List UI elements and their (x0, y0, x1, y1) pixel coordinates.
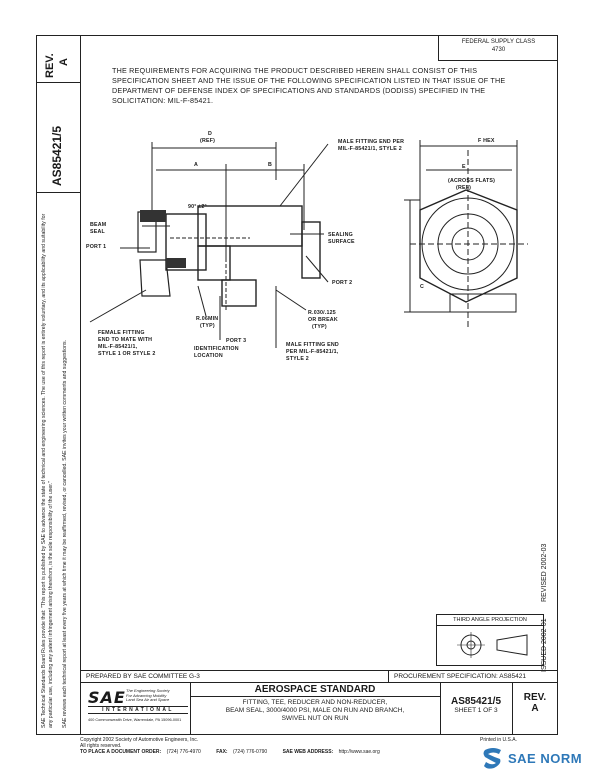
dim-d-ref-label: (REF) (200, 138, 216, 144)
title-block-mid-line (80, 682, 558, 683)
title-rev-value: A (531, 703, 539, 714)
female-end-label-3: MIL-F-85421/1, (98, 344, 138, 350)
third-angle-box: THIRD ANGLE PROJECTION (436, 614, 544, 666)
beam-seal-label-1: BEAM (90, 222, 107, 228)
projection-symbol-icon (457, 632, 528, 658)
angle-label: 90° ±2° (188, 204, 207, 210)
logo-tag-2: For Advancing Mobility (126, 692, 167, 698)
male-end-b-label-1: MALE FITTING END (286, 342, 339, 348)
federal-supply-class-value: 4730 (491, 47, 506, 53)
requirement-paragraph: THE REQUIREMENTS FOR ACQUIRING THE PRODU… (112, 66, 506, 105)
footer-rights: All rights reserved. (80, 743, 122, 749)
dim-e-label: E (462, 164, 466, 170)
sae-logo-international: INTERNATIONAL (88, 706, 188, 714)
sae-logo: SAE The Engineering Society For Advancin… (88, 688, 188, 732)
r-break-label-2: OR BREAK (308, 317, 338, 323)
female-end-label-2: END TO MATE WITH (98, 337, 153, 343)
side-notice-rules: SAE Technical Standards Board Rules prov… (41, 213, 54, 728)
dim-c-label: C (420, 284, 425, 290)
sae-logo-address: 400 Commonwealth Drive, Warrendale, PA 1… (88, 718, 182, 722)
title-block-divider-logo (190, 682, 191, 735)
federal-supply-class-label: FEDERAL SUPPLY CLASS (461, 39, 536, 45)
side-doc-number: AS85421/5 (50, 125, 64, 186)
sheet-frame (36, 35, 558, 735)
r-break-label-1: R.030/.125 (308, 310, 336, 316)
r-break-label-3: (TYP) (312, 324, 327, 330)
r-min-label-1: R.06MIN (196, 316, 219, 322)
female-end-label-4: STYLE 1 OR STYLE 2 (98, 351, 156, 357)
male-end-b-label-2: PER MIL-F-85421/1, (286, 349, 339, 355)
title-line-2: BEAM SEAL, 3000/4000 PSI, MALE ON RUN AN… (225, 707, 405, 714)
web-address[interactable]: http://www.sae.org (338, 749, 380, 755)
male-end-label-1: MALE FITTING END PER (338, 139, 405, 145)
port3-label: PORT 3 (226, 338, 247, 344)
beam-seal-label-2: SEAL (90, 229, 105, 235)
identification-label-1: IDENTIFICATION (194, 346, 239, 352)
standard-heading: AEROSPACE STANDARD (190, 684, 440, 697)
dim-b-label: B (268, 162, 273, 168)
title-block-top-line (80, 670, 558, 671)
technical-drawing (89, 140, 528, 348)
sealing-surface-label-1: SEALING (328, 232, 353, 238)
sheet-number: SHEET 1 OF 3 (454, 707, 498, 714)
sae-norm-watermark: SAE NORM (482, 744, 582, 772)
identification-label-2: LOCATION (194, 353, 223, 359)
male-end-b-label-3: STYLE 2 (286, 356, 309, 362)
title-block-divider-docnum (440, 682, 441, 735)
female-end-label-1: FEMALE FITTING (98, 330, 145, 336)
dim-a-label: A (194, 162, 199, 168)
rev-cell: REV. A (512, 692, 558, 714)
dim-d-label: D (208, 131, 213, 137)
third-angle-label: THIRD ANGLE PROJECTION (437, 615, 543, 626)
logo-tag-3: Land Sea Air and Space (126, 697, 170, 703)
port2-label: PORT 2 (332, 280, 353, 286)
docnum-cell: AS85421/5 SHEET 1 OF 3 (440, 696, 512, 714)
footer-copyright: Copyright 2002 Society of Automotive Eng… (80, 737, 199, 743)
web-label: SAE WEB ADDRESS: (282, 749, 334, 755)
across-flats-label-2: (REF) (456, 185, 472, 191)
title-rev-label: REV. (523, 692, 547, 703)
title-doc-number: AS85421/5 (450, 696, 502, 707)
title-line-1: FITTING, TEE, REDUCER AND NON-REDUCER, (242, 699, 388, 706)
logo-tag-1: The Engineering Society (126, 688, 170, 693)
sae-norm-logo-icon (483, 748, 501, 769)
fax-label: FAX: (216, 749, 228, 755)
federal-supply-class-box: FEDERAL SUPPLY CLASS 4730 (438, 35, 558, 61)
order-phone: (724) 776-4970 (166, 749, 201, 755)
watermark-text: SAE NORM (508, 750, 583, 766)
procurement-spec: PROCUREMENT SPECIFICATION: AS85421 (394, 673, 526, 680)
r-min-label-2: (TYP) (200, 323, 215, 329)
footer-order-line: TO PLACE A DOCUMENT ORDER: (724) 776-497… (80, 749, 380, 755)
side-column-divider (80, 35, 81, 735)
side-notice-review: SAE reviews each technical report at lea… (62, 340, 68, 728)
sealing-surface-label-2: SURFACE (328, 239, 355, 245)
title-block-divider-rev (512, 682, 513, 735)
side-docnum-divider (36, 192, 80, 193)
port1-label: PORT 1 (86, 244, 107, 250)
order-label: TO PLACE A DOCUMENT ORDER: (80, 749, 162, 755)
f-hex-label: F HEX (478, 138, 495, 144)
prepared-by: PREPARED BY SAE COMMITTEE G-3 (86, 673, 200, 680)
title-area: AEROSPACE STANDARD FITTING, TEE, REDUCER… (190, 684, 440, 723)
side-rev-label: REV. (44, 53, 56, 78)
male-end-label-2: MIL-F-85421/1, STYLE 2 (338, 146, 402, 152)
footer-printed: Printed in U.S.A. (480, 737, 517, 743)
revised-date: REVISED 2002-03 (541, 543, 548, 602)
side-rev-divider (36, 82, 80, 83)
title-line-3: SWIVEL NUT ON RUN (281, 715, 349, 722)
across-flats-label-1: (ACROSS FLATS) (448, 178, 496, 184)
fax-number: (724) 776-0790 (232, 749, 268, 755)
side-rev-value: A (58, 58, 70, 66)
title-block-divider-top (388, 670, 389, 682)
sae-logo-tagline: The Engineering Society For Advancing Mo… (126, 688, 170, 703)
sae-logo-text: SAE (88, 688, 126, 707)
